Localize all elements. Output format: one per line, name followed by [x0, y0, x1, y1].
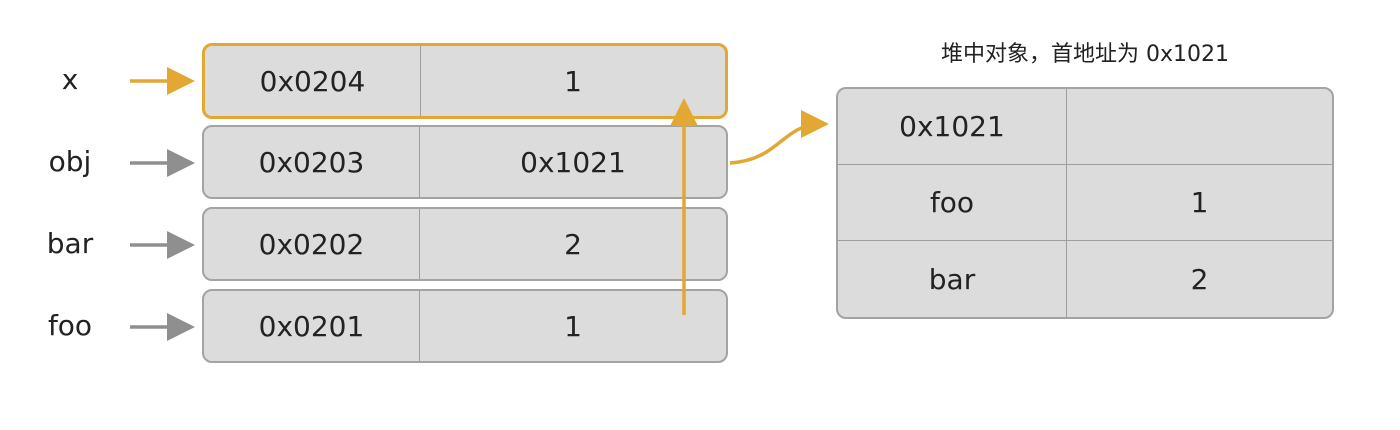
stack-value-cell: 0x1021 — [520, 145, 626, 179]
var-label-bar: bar — [46, 227, 94, 260]
heap-row: foo 1 — [838, 165, 1332, 241]
stack-value-cell: 2 — [564, 227, 582, 261]
heap-key-cell: foo — [838, 165, 1067, 240]
stack-value-cell: 1 — [564, 309, 582, 343]
heap-key-cell: bar — [838, 241, 1067, 317]
stack-address-cell: 0x0202 — [204, 209, 420, 279]
heap-key-cell: 0x1021 — [838, 89, 1067, 164]
heap-row: bar 2 — [838, 241, 1332, 317]
heap-value-cell: 2 — [1190, 262, 1209, 296]
heap-value-cell: 1 — [1190, 186, 1209, 219]
stack-address-cell: 0x0204 — [205, 46, 421, 116]
reference-arrow — [729, 110, 829, 165]
heap-caption: 堆中对象，首地址为 0x1021 — [941, 42, 1229, 67]
stack-value-cell: 1 — [564, 64, 582, 98]
stack-row-x: 0x0204 1 — [202, 43, 728, 119]
var-label-obj: obj — [48, 145, 92, 178]
var-label-foo: foo — [47, 309, 93, 342]
heap-value-cell — [1067, 89, 1332, 164]
stack-row-obj: 0x0203 0x1021 — [202, 125, 728, 199]
stack-row-bar: 0x0202 2 — [202, 207, 728, 281]
heap-row: 0x1021 — [838, 89, 1332, 165]
stack-address-cell: 0x0203 — [204, 127, 420, 197]
stack-address-cell: 0x0201 — [204, 291, 420, 361]
heap-object-box: 0x1021 foo 1 bar 2 — [836, 87, 1334, 319]
var-label-x: x — [61, 63, 79, 96]
stack-row-foo: 0x0201 1 — [202, 289, 728, 363]
